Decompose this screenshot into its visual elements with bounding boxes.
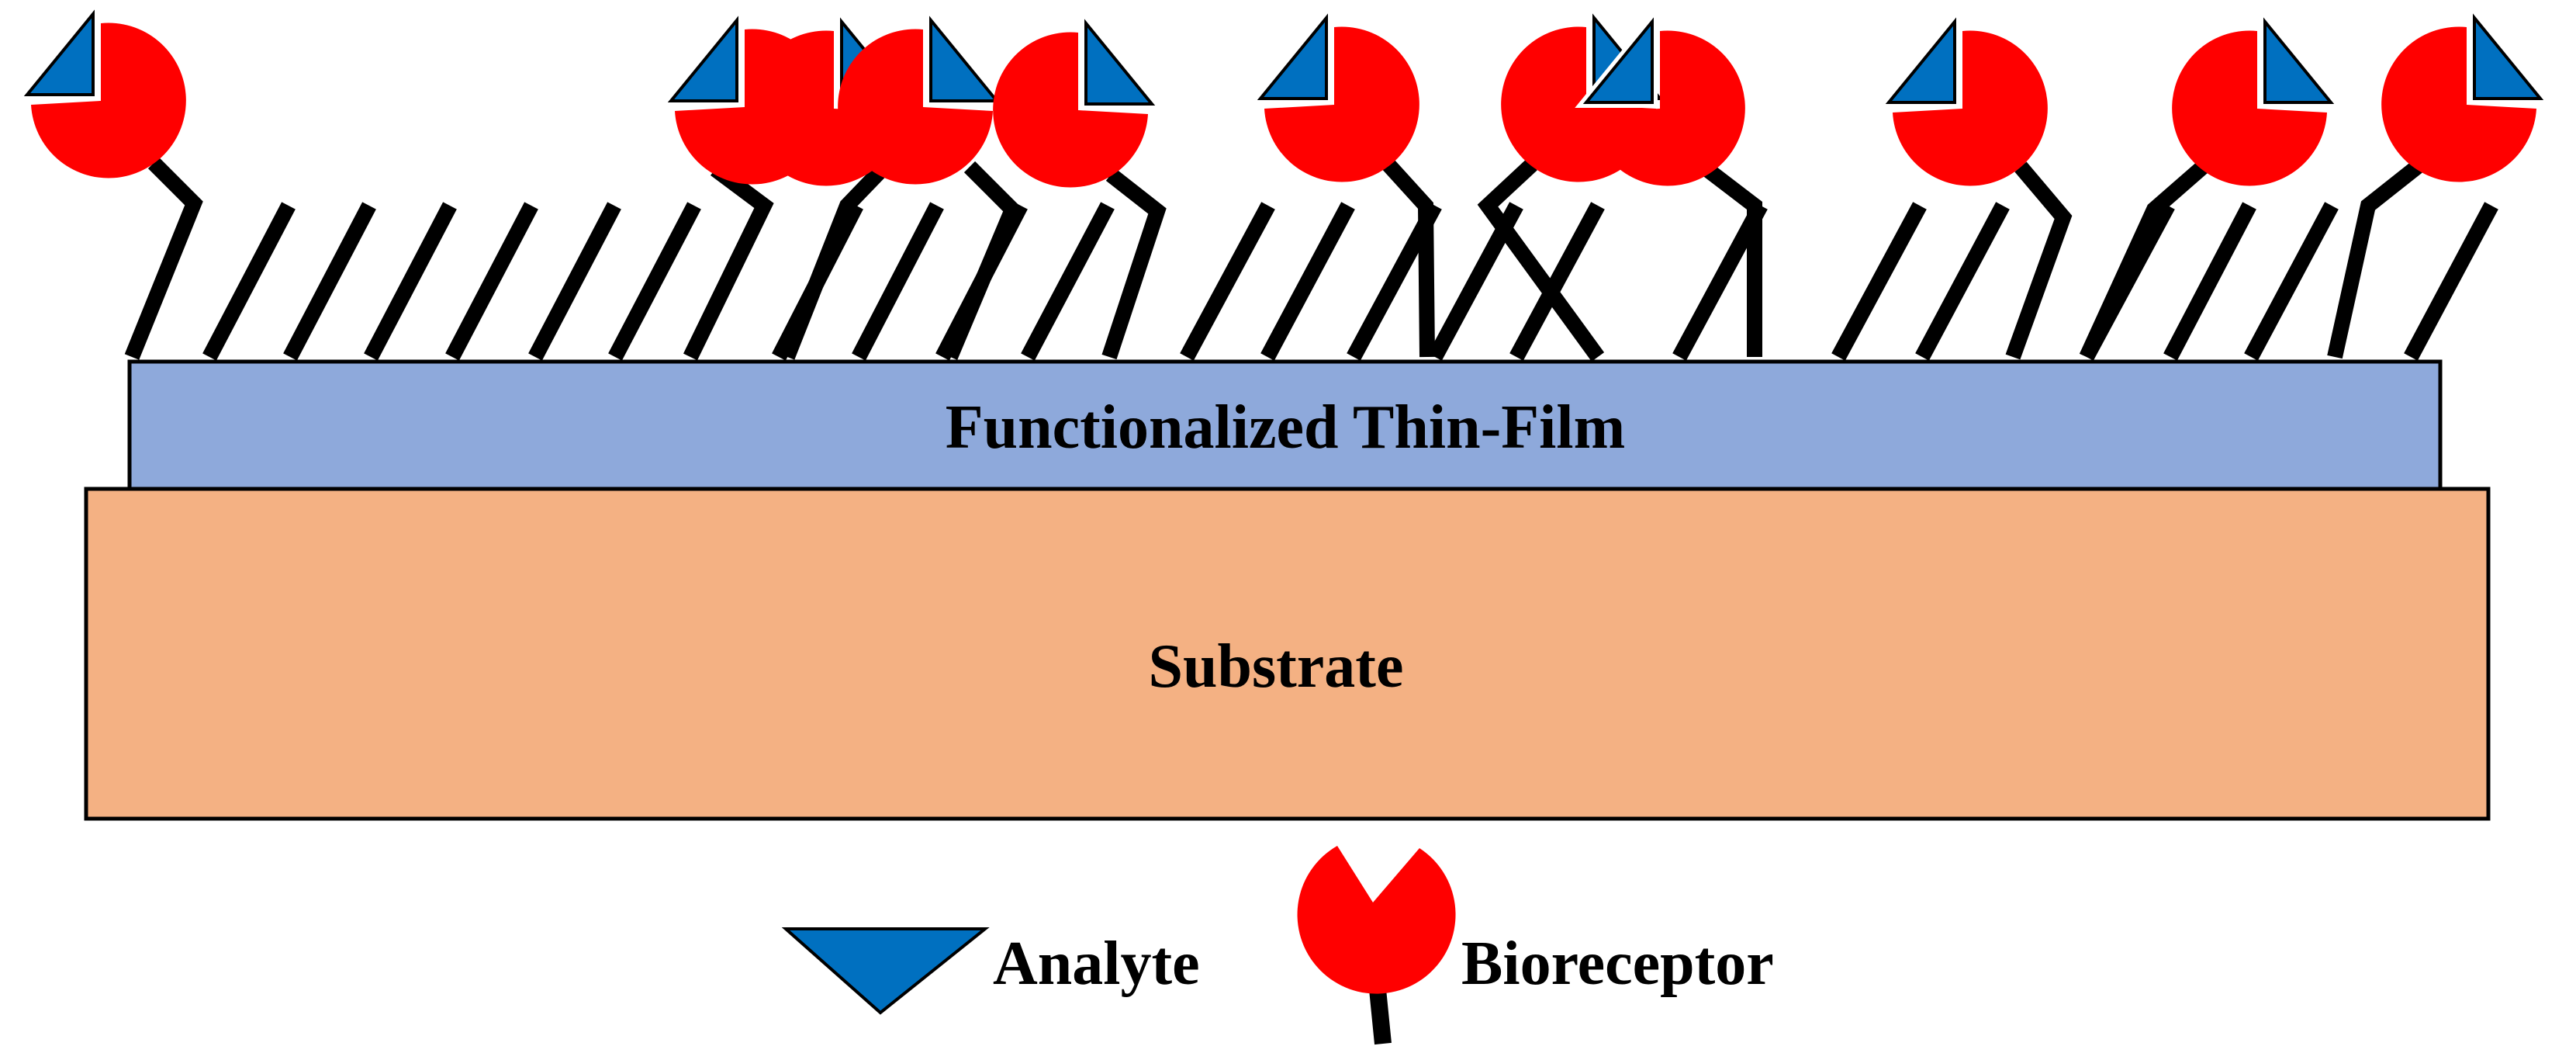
linker-bar (1021, 202, 1115, 361)
thin-film-layer (127, 359, 2443, 491)
bioreceptor-linker (1477, 158, 1605, 362)
substrate-layer (84, 487, 2491, 821)
linker-bar (1260, 202, 1355, 361)
analyte-legend-icon (781, 927, 990, 1015)
linker-bar (852, 202, 944, 361)
linker-group (124, 157, 2498, 362)
analyte-icon (667, 16, 738, 102)
analyte-icon (2473, 13, 2544, 100)
bioreceptor-icon (838, 29, 993, 185)
bioreceptor-icon (1264, 26, 1419, 182)
bioreceptor-legend-label: Bioreceptor (1461, 930, 1774, 998)
bioreceptor-icon (1893, 30, 2048, 186)
bioreceptor-linker (2005, 161, 2073, 360)
analyte-legend-label: Analyte (993, 930, 1200, 998)
bioreceptor-linker (780, 158, 894, 360)
linker-bar (2163, 202, 2256, 361)
bioreceptor-group (16, 0, 2552, 188)
linker-bar (608, 202, 701, 361)
linker-bar (528, 202, 621, 361)
linker-bar (1915, 202, 2010, 361)
bioreceptor-linker (1101, 168, 1167, 360)
bioreceptor-icon (993, 32, 1148, 188)
bioreceptor-icon (2381, 26, 2536, 182)
analyte-icon (1885, 17, 1956, 104)
analyte-icon (2263, 17, 2335, 104)
bioreceptor-linker (124, 157, 203, 360)
bioreceptor-linker (1693, 157, 1762, 357)
linker-bar (202, 202, 296, 361)
legend: Analyte Bioreceptor (781, 846, 1774, 1045)
linker-bar (1180, 202, 1275, 361)
linker-bar (283, 202, 376, 361)
linker-bar (1509, 202, 1605, 361)
analyte-icon (1582, 17, 1654, 104)
thin-film-label: Functionalized Thin-Film (946, 393, 1625, 462)
bioreceptor-linker (2079, 161, 2208, 361)
substrate-label: Substrate (1149, 632, 1404, 701)
analyte-icon (929, 16, 1001, 102)
bioreceptor-legend-icon (1297, 846, 1456, 994)
linker-bar (1831, 202, 1927, 361)
bioreceptor-icon (2172, 30, 2327, 186)
bioreceptor-linker (1381, 158, 1435, 358)
linker-bar (2244, 202, 2339, 361)
bioreceptor-icon (31, 23, 186, 178)
analyte-icon (1257, 13, 1328, 100)
linker-bar (445, 202, 538, 361)
analyte-icon (23, 9, 95, 96)
bioreceptor-linker (683, 162, 774, 361)
bioreceptor-icon (1590, 30, 1745, 186)
analyte-icon (1084, 19, 1156, 106)
bioreceptor-linker (2327, 158, 2426, 359)
bioreceptor-linker (942, 161, 1022, 360)
linker-bar (364, 202, 457, 361)
linker-bar (2404, 202, 2498, 361)
